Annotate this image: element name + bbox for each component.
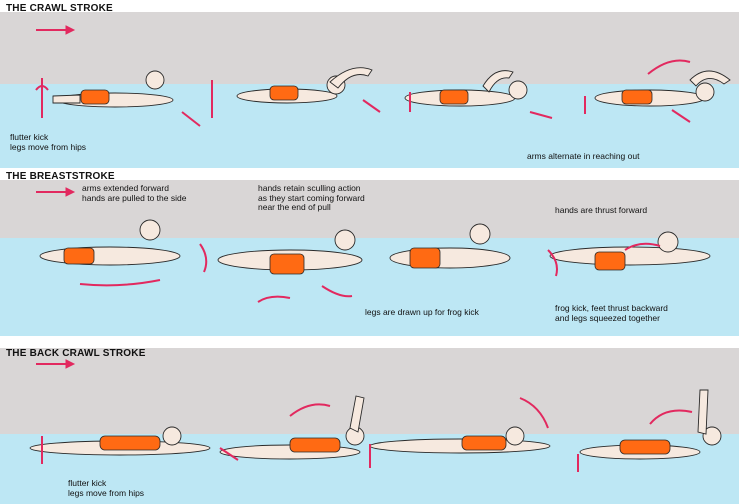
back-crawl-panel: THE BACK CRAWL STROKE flutter kick legs … — [0, 336, 739, 504]
breast-caption-hands: hands retain sculling action as they sta… — [258, 184, 365, 213]
crawl-illustration — [0, 0, 739, 168]
breast-caption-frog: frog kick, feet thrust backward and legs… — [555, 304, 668, 323]
breast-caption-legs: legs are drawn up for frog kick — [365, 308, 479, 318]
back-caption-flutter: flutter kick legs move from hips — [68, 479, 144, 498]
breaststroke-panel: THE BREASTSTROKE arms extended forward h… — [0, 168, 739, 336]
caption-line: legs move from hips — [10, 143, 86, 153]
breast-caption-thrust: hands are thrust forward — [555, 206, 647, 216]
breast-caption-arms: arms extended forward hands are pulled t… — [82, 184, 186, 203]
caption-line: legs move from hips — [68, 489, 144, 499]
caption-line: hands are pulled to the side — [82, 194, 186, 204]
caption-line: and legs squeezed together — [555, 314, 668, 324]
sky-band — [0, 12, 739, 88]
caption-line: near the end of pull — [258, 203, 365, 213]
sky-band — [0, 348, 739, 438]
crawl-stroke-panel: THE CRAWL STROKE flutter kick legs move … — [0, 0, 739, 168]
back-crawl-title: THE BACK CRAWL STROKE — [6, 348, 146, 359]
breaststroke-title: THE BREASTSTROKE — [6, 171, 115, 182]
crawl-caption-arms: arms alternate in reaching out — [527, 152, 639, 162]
crawl-title: THE CRAWL STROKE — [6, 3, 113, 14]
crawl-caption-flutter: flutter kick legs move from hips — [10, 133, 86, 152]
